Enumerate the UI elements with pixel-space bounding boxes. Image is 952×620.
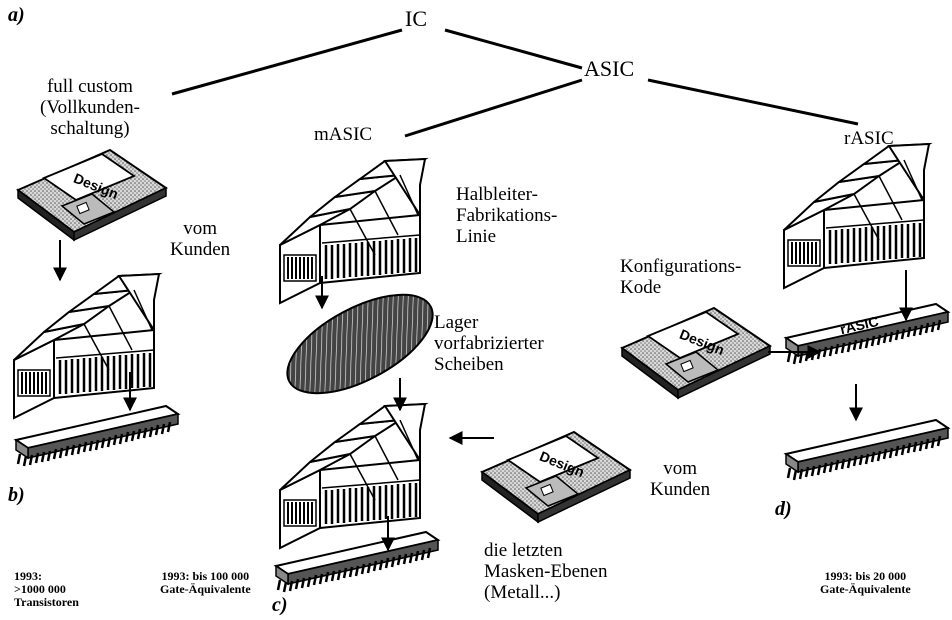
floppy-disk-right-icon [622,308,770,398]
chip-right-icon [786,420,948,480]
label-konfig: Konfigurations- Kode [620,256,741,298]
label-vom-kunden-mid: vom Kunden [650,458,710,500]
node-asic: ASIC [584,58,634,79]
node-masic: mASIC [314,124,372,145]
tag-d: d) [775,498,792,521]
label-vom-kunden-left: vom Kunden [170,218,230,260]
chip-left-icon [16,406,178,466]
node-rasic: rASIC [844,128,894,149]
factory-mid-bottom-icon [280,404,425,548]
factory-left-icon [14,274,159,418]
chip-mid-icon [276,532,438,592]
stat-full-custom: 1993: >1000 000 Transistoren [14,570,79,609]
tag-a: a) [8,4,25,27]
line-asic-rasic [648,80,858,124]
node-ic: IC [405,8,427,29]
chip-rasic-icon [786,304,948,364]
floppy-disk-mid-icon [482,432,630,522]
label-halbleiter: Halbleiter- Fabrikations- Linie [456,184,557,247]
factory-right-icon [784,144,929,288]
line-asic-masic [405,80,582,136]
label-masken: die letzten Masken-Ebenen (Metall...) [484,540,607,603]
line-ic-asic [445,30,582,68]
node-full-custom: full custom (Vollkunden- schaltung) [40,76,140,139]
floppy-disk-left-icon [18,150,166,240]
stat-masic: 1993: bis 100 000 Gate-Äquivalente [160,570,251,596]
factory-mid-top-icon [280,159,425,303]
tag-c: c) [272,594,288,617]
line-ic-fullcustom [172,30,402,94]
tag-b: b) [8,484,25,507]
wafer-icon [272,275,447,414]
stat-rasic: 1993: bis 20 000 Gate-Äquivalente [820,570,911,596]
label-lager: Lager vorfabrizierter Scheiben [434,312,544,375]
